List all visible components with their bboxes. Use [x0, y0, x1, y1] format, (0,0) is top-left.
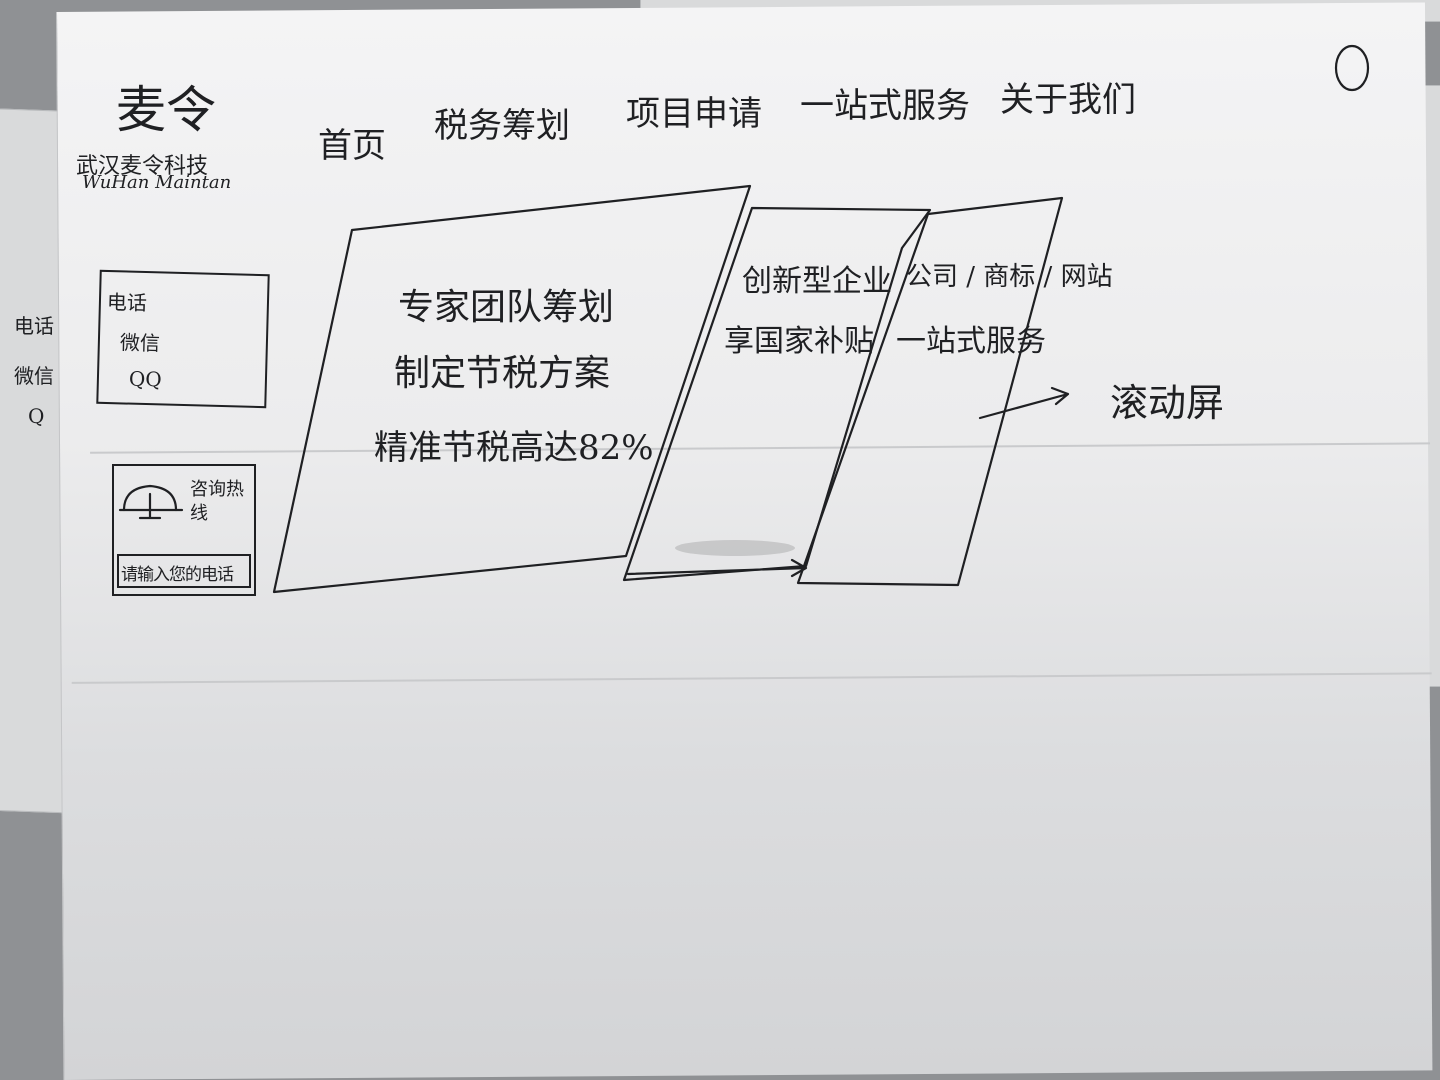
slide-2-line: 创新型企业	[742, 264, 892, 299]
nav-item-one-stop-service[interactable]: 一站式服务	[800, 86, 970, 126]
arrow-to-slider-note	[978, 386, 1070, 420]
nav-item-project-application[interactable]: 项目申请	[626, 94, 762, 134]
slide-3-line: 公司 / 商标 / 网站	[906, 262, 1113, 292]
hotline-label: 咨询热线	[190, 479, 244, 524]
slide-3-line: 一站式服务	[896, 324, 1046, 359]
slide-1-line: 专家团队筹划	[398, 287, 615, 328]
slide-1-frame	[272, 184, 752, 594]
slide-3-frame	[796, 196, 1064, 587]
fragment-line: 微信	[14, 364, 54, 388]
slide-2-line: 享国家补贴	[724, 324, 874, 359]
logo-company-en: WuHan Maintan	[82, 172, 232, 193]
page-number-circle	[1334, 44, 1370, 92]
slide-1-line: 制定节税方案	[394, 353, 611, 394]
contact-phone: 电话	[106, 290, 148, 316]
contact-qq: QQ	[128, 366, 163, 392]
logo-company-cn: 武汉麦令科技	[76, 154, 209, 179]
hotline-input-placeholder: 请输入您的电话	[121, 565, 234, 585]
fragment-line: 电话	[14, 314, 54, 338]
slider-note: 滚动屏	[1110, 381, 1225, 425]
logo-mark: 麦令	[116, 81, 216, 139]
slide-2-frame	[622, 206, 932, 582]
contact-wechat: 微信	[119, 330, 161, 356]
nav-item-tax-planning[interactable]: 税务筹划	[434, 106, 570, 146]
hotline-box: 咨询热线 请输入您的电话	[112, 464, 256, 596]
ink-smudge	[675, 540, 795, 556]
nav-item-about-us[interactable]: 关于我们	[1000, 80, 1136, 120]
phone-icon	[118, 484, 184, 520]
slide-1-line: 精准节税高达82%	[374, 428, 654, 468]
hotline-phone-input[interactable]: 请输入您的电话	[117, 554, 251, 588]
fragment-line: Q	[28, 404, 45, 428]
nav-item-home[interactable]: 首页	[318, 126, 386, 166]
arrow-between-slides	[626, 558, 808, 578]
contact-box: 电话 微信 QQ	[96, 269, 270, 409]
